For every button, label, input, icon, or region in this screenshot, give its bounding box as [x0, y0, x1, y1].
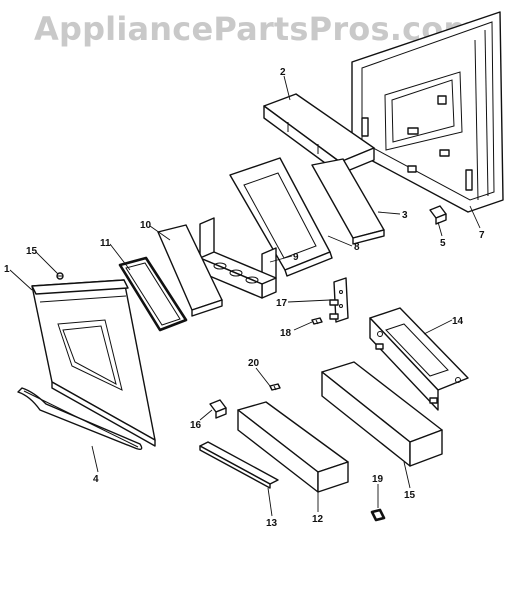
- leader-lines: [9, 75, 481, 517]
- watermark: AppliancePartsPros.com: [34, 10, 477, 48]
- part-20-screw: [269, 383, 281, 391]
- part-3-inner-glass: [311, 158, 385, 245]
- part-17-hinge-bracket: [329, 277, 349, 323]
- part-15-screw-top: [56, 272, 64, 280]
- callout-13: 13: [266, 518, 278, 529]
- callout-9: 9: [293, 252, 299, 263]
- callout-17: 17: [276, 298, 288, 309]
- part-4-door-handle: [17, 387, 143, 451]
- part-5-clip: [429, 205, 447, 225]
- callout-15-bottom: 15: [404, 490, 416, 501]
- part-8-door-liner: [229, 157, 333, 277]
- part-7-door-frame: [351, 11, 504, 213]
- callout-20: 20: [248, 358, 260, 369]
- callout-11: 11: [100, 238, 111, 249]
- callout-15-top: 15: [26, 246, 38, 257]
- callout-12: 12: [312, 514, 324, 525]
- part-1-outer-door: [31, 279, 156, 447]
- part-11-outer-glass: [118, 256, 188, 332]
- callout-14: 14: [452, 316, 464, 327]
- callout-4: 4: [93, 474, 99, 485]
- part-14-mounting-bracket: [369, 307, 469, 411]
- callout-8: 8: [354, 242, 360, 253]
- part-18-screw: [311, 317, 323, 325]
- callout-labels: 2 3 7 5 8 9 10 11 1 15 17 18 14 20 16 4 …: [4, 67, 485, 529]
- part-9-glass-spacer: [199, 217, 277, 299]
- callout-3: 3: [402, 210, 408, 221]
- part-13-trim-strip: [199, 441, 279, 489]
- callout-18: 18: [280, 328, 292, 339]
- callout-10: 10: [140, 220, 152, 231]
- callout-5: 5: [440, 238, 446, 249]
- callout-19: 19: [372, 474, 384, 485]
- callout-1: 1: [4, 264, 10, 275]
- callout-2: 2: [280, 67, 286, 78]
- callout-16: 16: [190, 420, 202, 431]
- callout-7: 7: [479, 230, 485, 241]
- part-10-middle-glass: [157, 224, 223, 317]
- part-15-drawer-panel: [321, 361, 443, 467]
- part-19-clip: [370, 508, 386, 522]
- part-16-clip: [209, 399, 227, 419]
